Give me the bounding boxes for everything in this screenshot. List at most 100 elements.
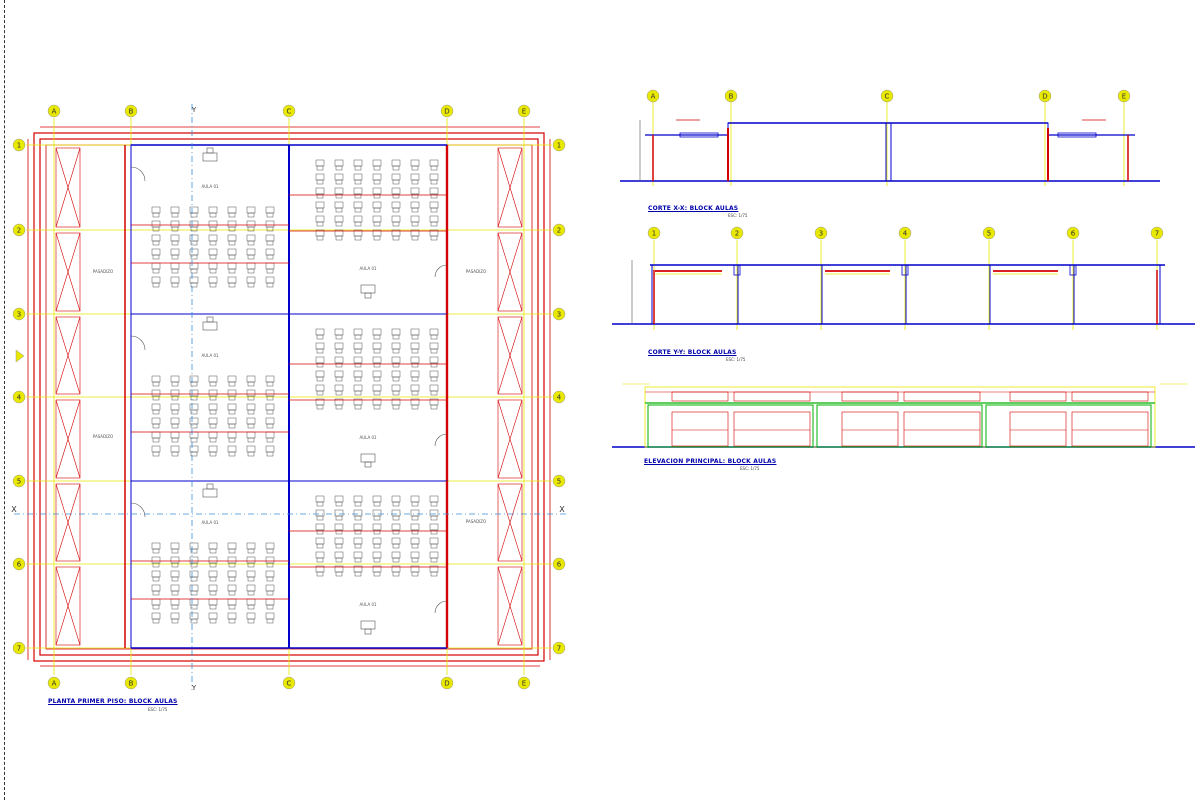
student-chair bbox=[228, 437, 236, 443]
student-chair bbox=[373, 235, 381, 241]
student-chair bbox=[266, 226, 274, 232]
student-chair bbox=[228, 240, 236, 246]
student-chair bbox=[190, 618, 198, 624]
student-chair bbox=[190, 381, 198, 387]
elevation-high-window-5 bbox=[1071, 391, 1149, 402]
student-desk bbox=[334, 159, 344, 167]
student-desk bbox=[429, 509, 439, 517]
student-desk bbox=[429, 187, 439, 195]
door-swing-left-0 bbox=[130, 166, 146, 182]
classroom-label-left-2: AULA 01 bbox=[201, 520, 219, 525]
elevation-module-3 bbox=[985, 404, 1152, 448]
student-desk bbox=[227, 542, 237, 550]
student-desk bbox=[170, 556, 180, 564]
student-desk bbox=[265, 431, 275, 439]
student-chair bbox=[171, 562, 179, 568]
student-desk bbox=[227, 584, 237, 592]
student-desk bbox=[265, 542, 275, 550]
student-chair bbox=[316, 165, 324, 171]
student-desk bbox=[353, 201, 363, 209]
student-desk bbox=[189, 431, 199, 439]
door-swing-right-0 bbox=[434, 264, 448, 278]
section-yy-bubble-3 bbox=[898, 226, 912, 240]
student-desk bbox=[265, 570, 275, 578]
student-chair bbox=[373, 207, 381, 213]
student-chair bbox=[335, 557, 343, 563]
student-chair bbox=[209, 395, 217, 401]
student-desk bbox=[151, 445, 161, 453]
student-desk bbox=[151, 542, 161, 550]
student-chair bbox=[209, 226, 217, 232]
student-desk bbox=[246, 403, 256, 411]
plan-row-bubble-left-5 bbox=[12, 557, 26, 571]
elevation-window-5 bbox=[1071, 411, 1149, 447]
student-desk bbox=[151, 584, 161, 592]
student-chair bbox=[190, 590, 198, 596]
plan-col-bubble-bottom-0 bbox=[47, 676, 61, 690]
student-chair bbox=[373, 221, 381, 227]
student-desk bbox=[372, 370, 382, 378]
student-chair bbox=[373, 334, 381, 340]
student-chair bbox=[316, 557, 324, 563]
corridor-bay bbox=[55, 232, 81, 312]
student-desk bbox=[334, 173, 344, 181]
student-chair bbox=[411, 165, 419, 171]
student-desk bbox=[208, 234, 218, 242]
student-chair bbox=[228, 548, 236, 554]
student-chair bbox=[316, 334, 324, 340]
student-chair bbox=[392, 334, 400, 340]
student-chair bbox=[316, 501, 324, 507]
corridor-brace bbox=[55, 399, 81, 479]
student-chair bbox=[430, 515, 438, 521]
student-chair bbox=[190, 451, 198, 457]
student-chair bbox=[430, 390, 438, 396]
student-chair bbox=[266, 437, 274, 443]
student-chair bbox=[335, 207, 343, 213]
student-chair bbox=[171, 395, 179, 401]
student-desk bbox=[265, 375, 275, 383]
student-desk bbox=[372, 342, 382, 350]
student-chair bbox=[152, 604, 160, 610]
plan-col-bubble-top-1 bbox=[124, 104, 138, 118]
student-chair bbox=[335, 165, 343, 171]
plan-row-bubble-left-2 bbox=[12, 307, 26, 321]
student-chair bbox=[247, 548, 255, 554]
student-chair bbox=[190, 423, 198, 429]
student-desk bbox=[227, 206, 237, 214]
section-xx-bubble-4 bbox=[1117, 89, 1131, 103]
student-desk bbox=[208, 417, 218, 425]
student-chair bbox=[152, 282, 160, 288]
student-chair bbox=[316, 515, 324, 521]
section-xx-bubble-1-label: B bbox=[729, 93, 734, 101]
student-chair bbox=[247, 282, 255, 288]
student-chair bbox=[228, 268, 236, 274]
section-xx-window bbox=[1057, 132, 1097, 138]
plan-col-bubble-top-2-label: C bbox=[287, 108, 292, 116]
student-desk bbox=[315, 159, 325, 167]
student-chair bbox=[209, 618, 217, 624]
elevation-window-1 bbox=[733, 411, 811, 447]
student-desk bbox=[208, 206, 218, 214]
student-desk bbox=[334, 509, 344, 517]
student-chair bbox=[190, 576, 198, 582]
student-desk bbox=[246, 598, 256, 606]
student-chair bbox=[228, 590, 236, 596]
student-chair bbox=[228, 226, 236, 232]
student-desk bbox=[208, 612, 218, 620]
student-chair bbox=[392, 179, 400, 185]
student-chair bbox=[373, 515, 381, 521]
student-chair bbox=[411, 571, 419, 577]
student-chair bbox=[190, 437, 198, 443]
student-desk bbox=[391, 384, 401, 392]
plan-row-bubble-right-1 bbox=[552, 223, 566, 237]
student-desk bbox=[372, 159, 382, 167]
student-desk bbox=[189, 389, 199, 397]
plan-row-bubble-right-6-label: 7 bbox=[557, 645, 561, 653]
student-desk bbox=[429, 523, 439, 531]
student-desk bbox=[315, 384, 325, 392]
student-desk bbox=[391, 356, 401, 364]
plan-col-bubble-bottom-1 bbox=[124, 676, 138, 690]
student-desk bbox=[315, 187, 325, 195]
student-chair bbox=[392, 571, 400, 577]
